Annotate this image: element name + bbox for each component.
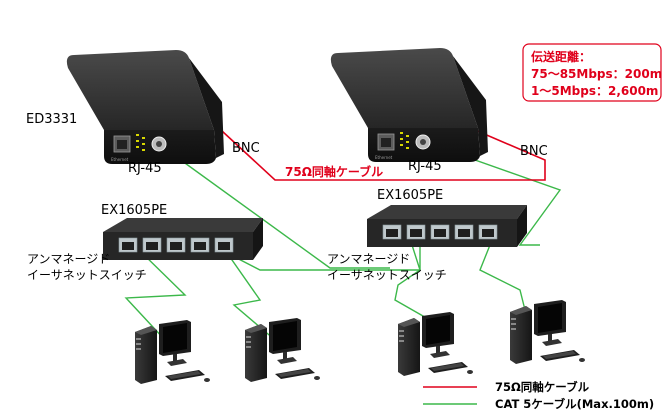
rj45-label-right: RJ-45 — [408, 159, 442, 174]
distance-title: 伝送距離： — [531, 49, 591, 64]
media-converter-right — [330, 47, 489, 163]
switch-desc-right-line2: イーサネットスイッチ — [327, 268, 447, 282]
cat5-link-right-converter-to-left-switch — [426, 142, 562, 246]
pc-icon — [245, 318, 320, 382]
pc-icon — [135, 320, 210, 384]
coax-cable-line — [221, 129, 546, 181]
cat5-link-switch-to-pc-a — [124, 249, 187, 341]
pc-icon — [510, 300, 585, 364]
cat5-link-left-converter-to-right-switch — [159, 144, 390, 269]
ethernet-switch-right — [366, 204, 528, 248]
cat5-link-switch-to-pc-b — [224, 249, 276, 341]
legend-cat5-label: CAT 5ケーブル(Max.100m) — [495, 397, 654, 411]
ethernet-switch-left — [102, 217, 264, 261]
cat5-cables — [124, 142, 562, 341]
switch-model-label-right: EX1605PE — [377, 188, 443, 203]
legend-coax-label: 75Ω同軸ケーブル — [495, 380, 590, 394]
pc-icon — [398, 312, 473, 376]
distance-info-box: 伝送距離： 75～85Mbps：200m 1～5Mbps：2,600m — [522, 43, 662, 102]
switch-desc-right-line1: アンマネージド — [327, 252, 410, 266]
media-converter-left — [66, 49, 225, 165]
switch-desc-left-line2: イーサネットスイッチ — [27, 268, 147, 282]
switch-model-label-left: EX1605PE — [101, 203, 167, 218]
coax-cable-label: 75Ω同軸ケーブル — [285, 164, 383, 179]
distance-line-2: 1～5Mbps：2,600m — [531, 84, 658, 98]
rj45-label-left: RJ-45 — [128, 161, 162, 176]
distance-line-1: 75～85Mbps：200m — [531, 67, 662, 81]
cat5-link-left-switch-to-right-switch — [224, 240, 421, 271]
bnc-label-left: BNC — [232, 141, 260, 156]
switch-desc-left-line1: アンマネージド — [27, 252, 110, 266]
legend: 75Ω同軸ケーブル CAT 5ケーブル(Max.100m) — [423, 380, 654, 411]
bnc-label-right: BNC — [520, 144, 548, 159]
cat5-link-switch-to-pc-d — [479, 244, 526, 311]
cat5-link-switch-to-pc-c — [394, 244, 431, 321]
converter-model-label: ED3331 — [26, 112, 77, 127]
